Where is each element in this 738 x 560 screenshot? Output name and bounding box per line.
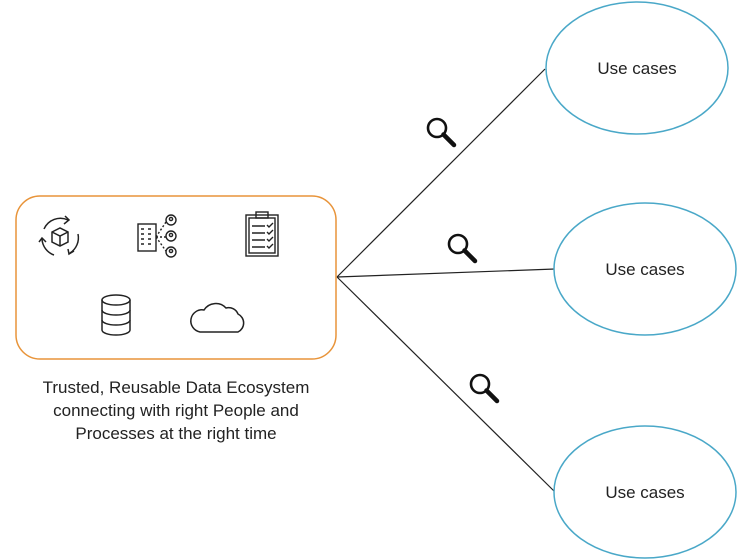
connector-bottom xyxy=(336,276,556,493)
connectors xyxy=(336,68,556,493)
magnifier-icon xyxy=(469,373,500,404)
use-case-label: Use cases xyxy=(605,483,684,502)
use-case-node: Use cases xyxy=(553,202,737,336)
caption-line: Trusted, Reusable Data Ecosystem xyxy=(42,378,310,397)
clipboard-checklist-icon xyxy=(245,211,279,257)
ecosystem-box xyxy=(15,195,337,360)
use-case-ellipse xyxy=(545,1,729,135)
use-case-ellipse xyxy=(553,202,737,336)
cloud-icon xyxy=(190,302,245,333)
use-case-node: Use cases xyxy=(553,425,737,559)
connector-top xyxy=(336,68,546,278)
use-case-node: Use cases xyxy=(545,1,729,135)
use-case-label: Use cases xyxy=(597,59,676,78)
use-case-ellipse xyxy=(553,425,737,559)
use-case-label: Use cases xyxy=(605,260,684,279)
magnifier-icon xyxy=(426,117,457,148)
supply-cycle-icon xyxy=(38,215,80,256)
database-icon xyxy=(101,294,131,336)
magnifier-icon xyxy=(447,233,478,264)
caption-line: Processes at the right time xyxy=(75,424,277,443)
building-people-icon xyxy=(137,214,177,258)
connector-middle xyxy=(336,268,556,278)
caption-line: connecting with right People and xyxy=(53,401,299,420)
ecosystem-caption: Trusted, Reusable Data Ecosystem connect… xyxy=(14,376,338,445)
